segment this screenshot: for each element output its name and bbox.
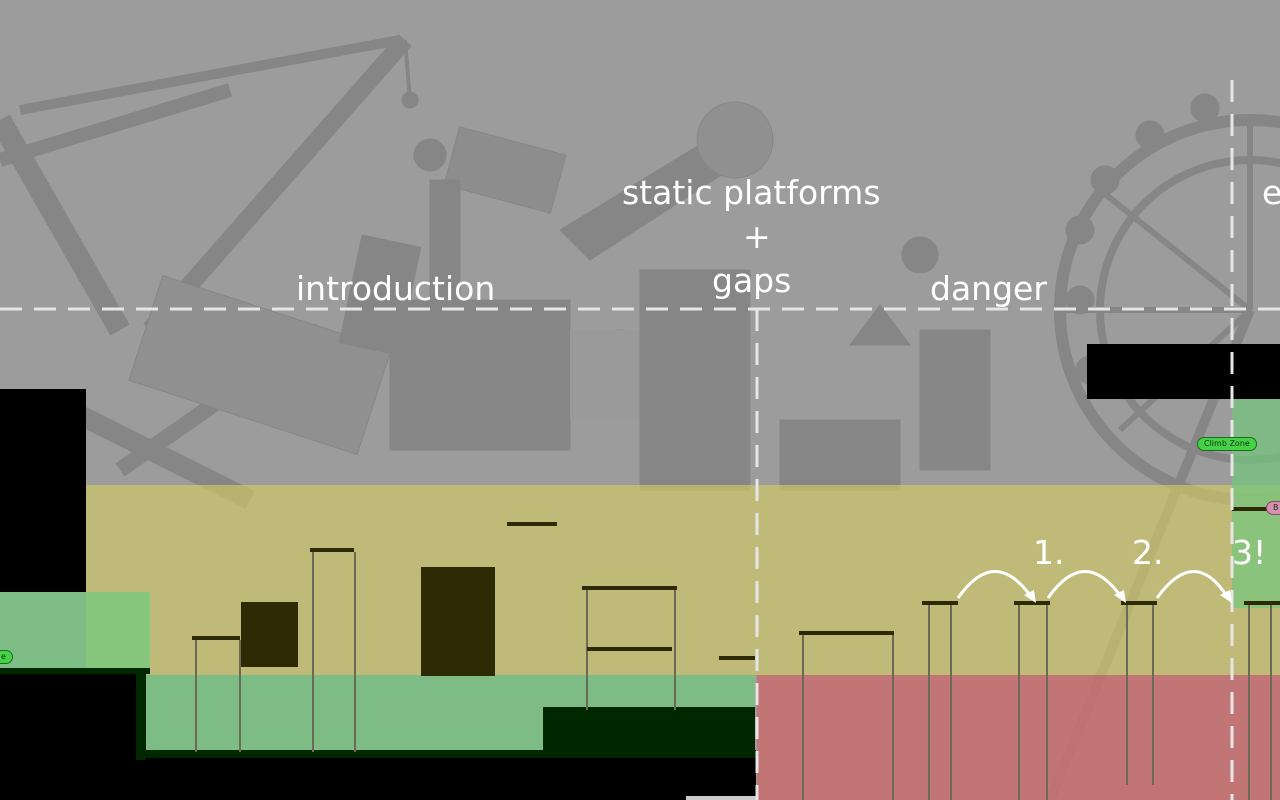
platform[interactable]: [192, 636, 240, 640]
scaffold: [802, 635, 894, 800]
solid-floor-bottom: [136, 755, 756, 800]
platform[interactable]: [922, 601, 958, 605]
scaffold-tower: [1126, 605, 1154, 785]
platform[interactable]: [1232, 507, 1280, 511]
solid-floor-left: [0, 672, 136, 800]
section-label-gaps: gaps: [712, 261, 792, 300]
platform[interactable]: [1121, 601, 1157, 605]
green-zone-left: [0, 592, 150, 672]
box-block-small[interactable]: [241, 602, 298, 667]
section-label-cut-off: e: [1262, 173, 1280, 212]
section-label-introduction: introduction: [296, 269, 496, 308]
scaffold: [195, 640, 241, 752]
platform[interactable]: [1244, 601, 1280, 605]
platform[interactable]: [507, 522, 557, 526]
scaffold-tower: [1018, 605, 1048, 800]
arc-arrow-icon: [956, 570, 1034, 599]
section-label-plus: +: [743, 217, 771, 256]
platform[interactable]: [310, 548, 354, 552]
box-block-large[interactable]: [421, 567, 495, 676]
climb-zone-badge[interactable]: Climb Zone: [1197, 437, 1257, 451]
section-label-static-platforms: static platforms: [622, 173, 881, 212]
platform[interactable]: [587, 647, 672, 651]
scaffold-tower: [1248, 605, 1272, 800]
platform[interactable]: [719, 656, 755, 660]
jump-step-label: 2.: [1132, 533, 1164, 572]
platform[interactable]: [799, 631, 894, 635]
bottom-light-strip: [686, 796, 756, 800]
solid-ceiling-right: [1087, 344, 1280, 399]
dark-ground-lip: [0, 668, 150, 674]
jump-step-label: 1.: [1033, 533, 1065, 572]
crane-silhouette: [0, 34, 651, 509]
solid-wall-left: [0, 389, 86, 592]
platform[interactable]: [582, 586, 677, 590]
dark-ground-edge: [136, 672, 146, 760]
arc-arrow-icon: [1046, 570, 1124, 599]
jump-step-label: 3!: [1232, 533, 1267, 572]
platform[interactable]: [1014, 601, 1050, 605]
scaffold-tower: [928, 605, 952, 800]
zone-badge-left[interactable]: e: [0, 650, 13, 664]
scaffold: [312, 552, 356, 752]
dark-ground-block: [543, 707, 755, 757]
dark-ground-strip: [136, 750, 756, 758]
zone-badge-right[interactable]: B: [1266, 501, 1280, 515]
section-label-danger: danger: [930, 269, 1047, 308]
arc-arrow-icon: [1155, 570, 1230, 599]
